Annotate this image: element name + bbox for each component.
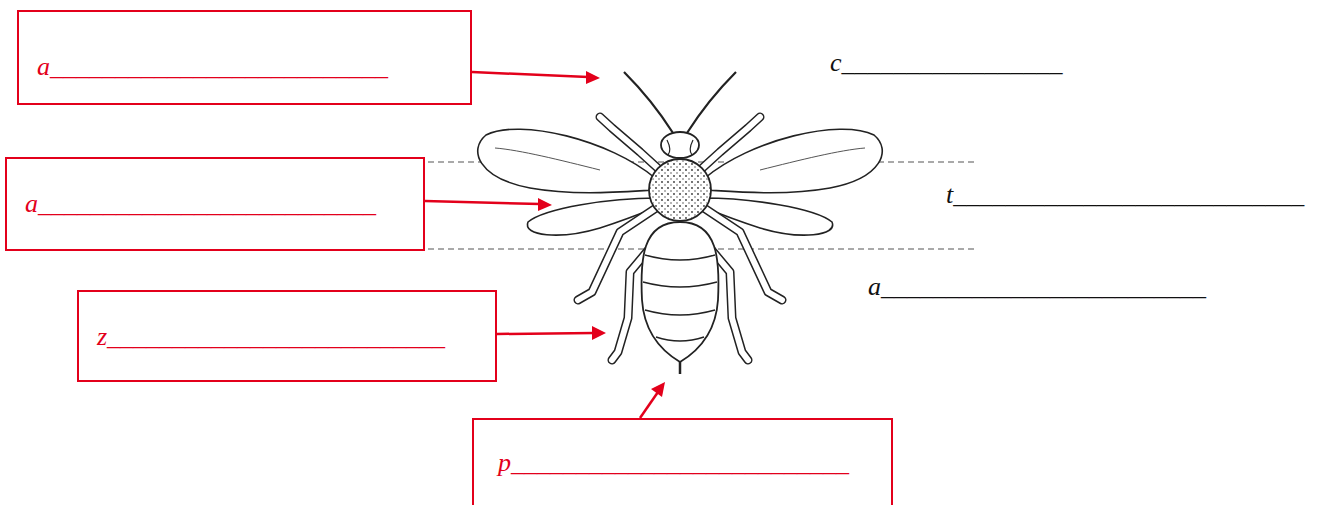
answer-line: z__________________________	[97, 322, 445, 352]
label-box: p__________________________	[472, 418, 893, 505]
answer-line: a__________________________	[37, 52, 388, 82]
label-box: a__________________________	[5, 157, 425, 251]
answer-line: t___________________________	[946, 180, 1304, 210]
answer-line: a_________________________	[868, 272, 1206, 302]
answer-line: c_________________	[830, 48, 1063, 78]
label-box: a__________________________	[17, 10, 472, 105]
answer-line: a__________________________	[25, 189, 376, 219]
answer-line: p__________________________	[498, 448, 849, 478]
label-box: z__________________________	[77, 290, 497, 382]
